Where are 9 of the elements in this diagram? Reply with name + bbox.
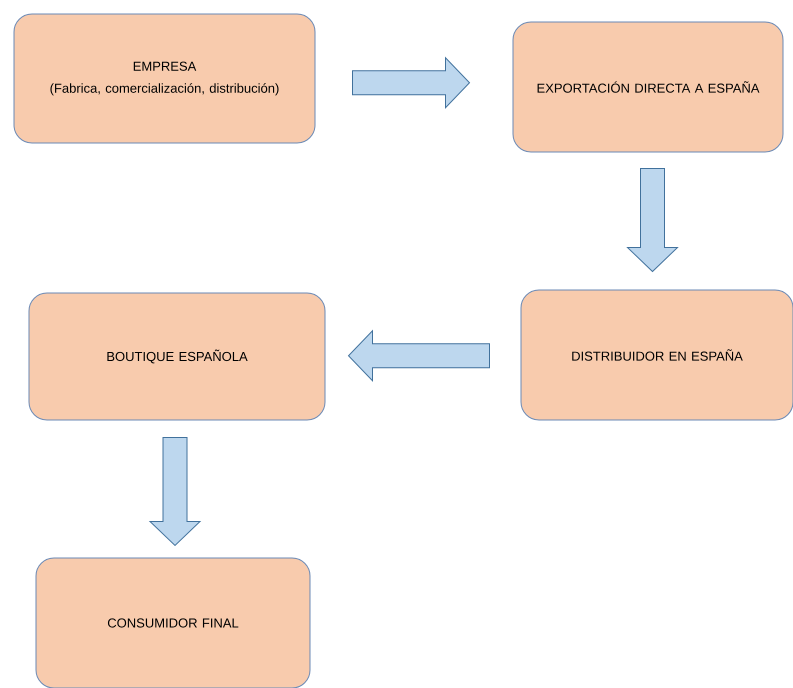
process-box: DISTRIBUIDOR EN ESPAÑA [520, 290, 793, 420]
block-arrow [626, 168, 679, 272]
process-box: BOUTIQUE ESPAÑOLA [28, 292, 326, 420]
block-arrow [348, 330, 490, 382]
process-box: EXPORTACIÓN DIRECTA A ESPAÑA [512, 22, 784, 152]
block-arrow [148, 437, 202, 546]
block-arrow [352, 56, 470, 109]
process-box: EMPRESA (Fabrica, comercialización, distribución) [14, 14, 316, 144]
process-box: CONSUMIDOR FINAL [36, 558, 310, 688]
